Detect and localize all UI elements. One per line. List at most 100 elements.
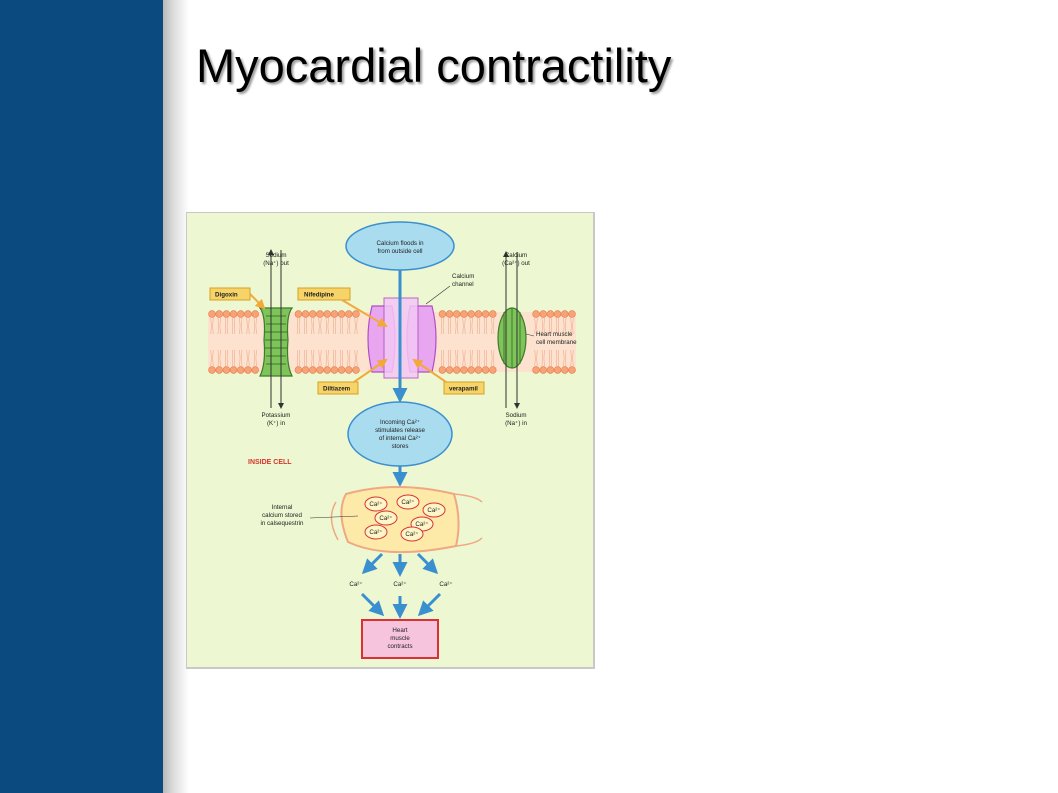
phospholipid-head <box>294 310 303 318</box>
diltiazem-box: Diltiazem <box>317 358 388 395</box>
phospholipid-head <box>330 366 339 374</box>
phospholipid-tail <box>332 317 336 367</box>
phospholipid-head <box>208 366 216 374</box>
phospholipid-head <box>222 310 231 318</box>
phospholipid-head <box>345 366 353 374</box>
phospholipid-head <box>301 310 310 318</box>
phospholipid-head <box>553 310 562 318</box>
stored-calcium-ion: Ca²⁺ <box>364 496 388 512</box>
ca-free-left: Ca²⁺ <box>349 581 362 588</box>
phospholipid-tail <box>491 317 495 367</box>
phospholipid-head <box>323 366 331 374</box>
calcium-channel-label-1: Calcium <box>452 273 474 280</box>
nifedipine-box: Nifedipine <box>297 287 388 328</box>
potassium-in-label-1: Potassium <box>262 412 291 419</box>
phospholipid-tail <box>556 317 560 367</box>
phospholipid-head <box>553 366 562 374</box>
stored-calcium-label: Ca²⁺ <box>401 499 414 506</box>
phospholipid-head <box>445 366 454 374</box>
phospholipid-tail <box>548 317 552 367</box>
contract-arrow-left <box>360 592 385 617</box>
phospholipid-tail <box>455 317 459 367</box>
phospholipid-head <box>215 366 223 374</box>
verapamil-box: verapamil <box>412 358 485 395</box>
phospholipid-head <box>467 366 475 374</box>
phospholipid-head <box>568 310 576 318</box>
contract-arrow-right <box>417 592 442 617</box>
phospholipid-tail <box>224 317 228 367</box>
stored-calcium-ion: Ca²⁺ <box>400 526 424 542</box>
inside-cell-label: INSIDE CELL <box>248 459 292 466</box>
internal-store-label-1: Internal <box>272 504 293 511</box>
stored-calcium-ion: Ca²⁺ <box>364 524 388 540</box>
phospholipid-head <box>229 310 238 318</box>
phospholipid-head <box>474 310 483 318</box>
phospholipid-head <box>323 310 331 318</box>
phospholipid-tail <box>325 317 329 367</box>
phospholipid-tail <box>304 317 308 367</box>
phospholipid-head <box>539 366 547 374</box>
phospholipid-tail <box>534 317 538 367</box>
phospholipid-tail <box>318 317 322 367</box>
phospholipid-head <box>532 366 540 374</box>
phospholipid-head <box>244 310 252 318</box>
phospholipid-head <box>539 310 547 318</box>
phospholipid-head <box>453 310 461 318</box>
phospholipid-head <box>309 310 317 318</box>
phospholipid-head <box>294 366 303 374</box>
contracts-line-2: muscle <box>390 635 410 642</box>
phospholipid-head <box>345 310 353 318</box>
phospholipid-head <box>352 310 360 318</box>
calcium-floods-bubble <box>345 221 455 271</box>
contracts-line-3: contracts <box>387 643 412 650</box>
phospholipid-head <box>460 310 468 318</box>
phospholipid-head <box>301 366 310 374</box>
phospholipid-head <box>316 366 324 374</box>
calcium-channel-label-2: channel <box>452 281 474 288</box>
calcium-store: Ca²⁺Ca²⁺Ca²⁺Ca²⁺Ca²⁺Ca²⁺Ca²⁺ <box>330 486 483 554</box>
phospholipid-head <box>438 366 447 374</box>
digoxin-box: Digoxin <box>209 287 266 310</box>
stored-calcium-ion: Ca²⁺ <box>396 494 420 510</box>
diltiazem-label: Diltiazem <box>323 386 351 393</box>
phospholipid-tail <box>469 317 473 367</box>
release-arrow-left <box>361 552 384 575</box>
potassium-in-label-2: (K⁺) in <box>267 420 286 427</box>
phospholipid-head <box>532 310 540 318</box>
internal-store-label-2: calcium stored <box>262 512 302 519</box>
sodium-in-label-2: (Na⁺) in <box>505 420 527 427</box>
phospholipid-head <box>337 366 346 374</box>
top-bubble-line-1: Calcium floods in <box>376 240 424 247</box>
stored-calcium-label: Ca²⁺ <box>369 501 382 508</box>
phospholipid-tail <box>340 317 344 367</box>
phospholipid-head <box>237 366 245 374</box>
ca-free-right: Ca²⁺ <box>439 581 452 588</box>
stored-calcium-label: Ca²⁺ <box>427 507 440 514</box>
sidebar-shadow <box>163 0 189 793</box>
phospholipid-head <box>546 310 555 318</box>
stored-calcium-label: Ca²⁺ <box>405 531 418 538</box>
phospholipid-tail <box>347 317 351 367</box>
nifedipine-label: Nifedipine <box>304 292 334 299</box>
phospholipid-head <box>474 366 483 374</box>
phospholipid-head <box>330 310 339 318</box>
phospholipid-tail <box>570 317 574 367</box>
phospholipid-head <box>460 366 468 374</box>
stored-calcium-ion: Ca²⁺ <box>422 502 446 518</box>
phospholipid-head <box>309 366 317 374</box>
phospholipid-head <box>489 310 497 318</box>
ca-free-center: Ca²⁺ <box>393 581 406 588</box>
phospholipid-tail <box>311 317 315 367</box>
digoxin-label: Digoxin <box>215 292 238 299</box>
mid-bubble-line-3: of internal Ca²⁺ <box>379 435 421 442</box>
phospholipid-tail <box>563 317 567 367</box>
phospholipid-tail <box>440 317 444 367</box>
phospholipid-tail <box>476 317 480 367</box>
phospholipid-head <box>251 310 259 318</box>
membrane-label-1: Heart muscle <box>536 331 573 338</box>
phospholipid-head <box>251 366 259 374</box>
phospholipid-head <box>208 310 216 318</box>
release-arrow-right <box>416 552 439 575</box>
calcium-out-label-1: Calcium <box>505 252 527 259</box>
phospholipid-head <box>453 366 461 374</box>
